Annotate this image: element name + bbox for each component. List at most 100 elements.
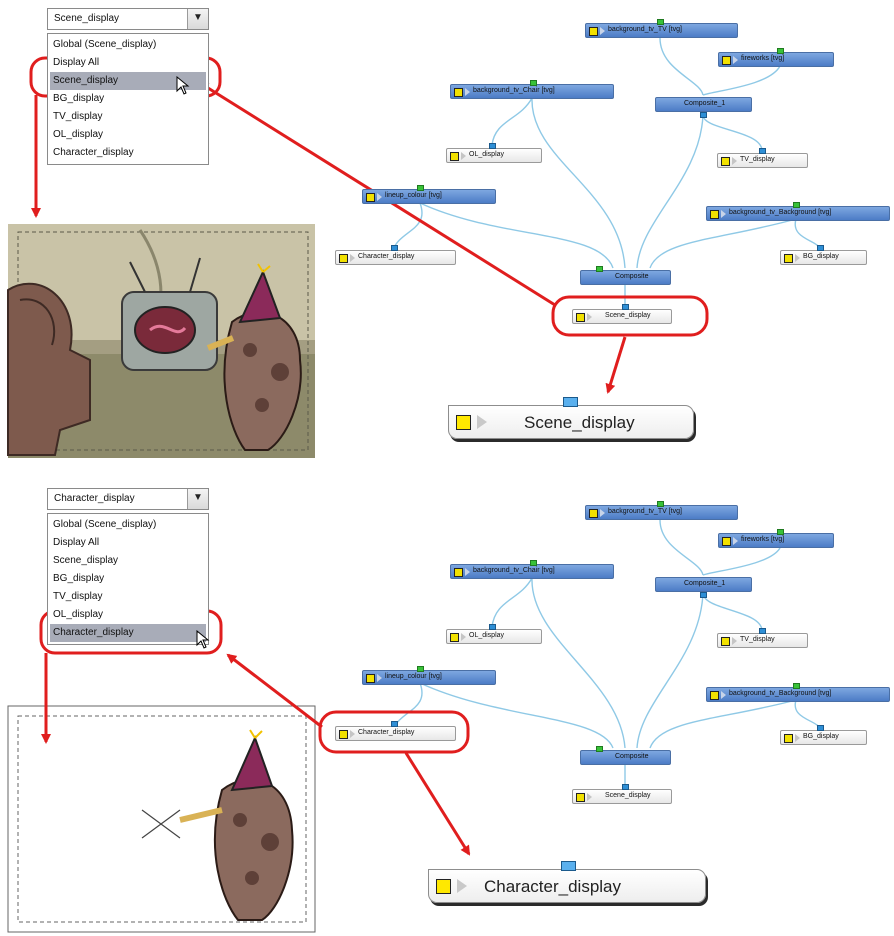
play-icon [350,730,355,738]
node-color-icon [721,637,730,646]
node-port[interactable] [700,112,707,118]
option-scene-display[interactable]: Scene_display [53,555,119,566]
node-color-icon [456,415,471,430]
bottom-node-cables [392,519,821,785]
play-icon [457,879,467,893]
node-port[interactable] [622,784,629,790]
node-background-tv-tv[interactable]: background_tv_TV [tvg] [585,23,738,38]
chevron-down-icon[interactable]: ▼ [187,489,208,509]
node-color-icon [454,568,463,577]
node-port[interactable] [817,245,824,251]
display-combo-value: Character_display [54,493,135,504]
node-lineup-colour[interactable]: lineup_colour [tvg] [362,670,496,685]
node-color-icon [784,254,793,263]
node-character-display[interactable]: Character_display [335,250,456,265]
option-bg-display[interactable]: BG_display [53,573,105,584]
node-fireworks[interactable]: fireworks [tvg] [718,52,834,67]
node-background-tv-chair[interactable]: background_tv_Chair [tvg] [450,564,614,579]
node-port[interactable] [700,592,707,598]
play-icon [461,633,466,641]
play-icon [733,537,738,545]
node-port[interactable] [596,266,603,272]
node-color-icon [339,730,348,739]
node-composite-1[interactable]: Composite_1 [655,97,752,112]
option-scene-display[interactable]: Scene_display [50,72,206,90]
option-tv-display[interactable]: TV_display [53,591,103,602]
node-port[interactable] [657,501,664,507]
scene-preview-image [7,224,315,458]
play-icon [377,193,382,201]
node-fireworks[interactable]: fireworks [tvg] [718,533,834,548]
node-color-icon [450,633,459,642]
node-composite-1[interactable]: Composite_1 [655,577,752,592]
node-composite[interactable]: Composite [580,270,671,285]
node-character-display[interactable]: Character_display [335,726,456,741]
option-global-scene-display[interactable]: Global (Scene_display) [53,39,157,50]
play-icon [350,254,355,262]
node-color-icon [366,674,375,683]
node-tv-display[interactable]: TV_display [717,633,808,648]
node-composite[interactable]: Composite [580,750,671,765]
node-port[interactable] [817,725,824,731]
option-tv-display[interactable]: TV_display [53,111,103,122]
node-port[interactable] [391,245,398,251]
display-list-top: Global (Scene_display) Display All Scene… [47,33,209,165]
node-background-tv-chair[interactable]: background_tv_Chair [tvg] [450,84,614,99]
display-combo-bottom[interactable]: Character_display ▼ [47,488,209,510]
display-combo-value: Scene_display [54,13,120,24]
node-tv-display[interactable]: TV_display [717,153,808,168]
option-character-display[interactable]: Character_display [50,624,206,642]
node-color-icon [339,254,348,263]
node-port[interactable] [793,202,800,208]
node-background-tv-background[interactable]: background_tv_Background [tvg] [706,687,890,702]
node-color-icon [576,793,585,802]
play-icon [721,210,726,218]
node-background-tv-background[interactable]: background_tv_Background [tvg] [706,206,890,221]
play-icon [477,415,487,429]
node-port[interactable] [793,683,800,689]
node-color-icon [722,56,731,65]
node-port[interactable] [489,624,496,630]
node-color-icon [436,879,451,894]
play-icon [465,88,470,96]
node-color-icon [589,27,598,36]
node-port [561,861,576,871]
node-ol-display[interactable]: OL_display [446,148,542,163]
node-color-icon [722,537,731,546]
node-bg-display[interactable]: BG_display [780,730,867,745]
option-display-all[interactable]: Display All [53,537,100,548]
node-background-tv-tv[interactable]: background_tv_TV [tvg] [585,505,738,520]
node-ol-display[interactable]: OL_display [446,629,542,644]
node-port[interactable] [596,746,603,752]
mouse-cursor-icon [176,76,190,95]
play-icon [600,509,605,517]
option-ol-display[interactable]: OL_display [53,609,104,620]
node-port[interactable] [759,628,766,634]
node-lineup-colour[interactable]: lineup_colour [tvg] [362,189,496,204]
node-scene-display[interactable]: Scene_display [572,309,672,324]
node-port[interactable] [777,48,784,54]
node-port[interactable] [391,721,398,727]
node-port[interactable] [417,185,424,191]
node-port[interactable] [489,143,496,149]
option-display-all[interactable]: Display All [53,57,100,68]
option-character-display[interactable]: Character_display [53,147,134,158]
option-bg-display[interactable]: BG_display [53,93,105,104]
node-color-icon [454,88,463,97]
node-port[interactable] [622,304,629,310]
node-port [563,397,578,407]
option-global-scene-display[interactable]: Global (Scene_display) [53,519,157,530]
play-icon [732,157,737,165]
node-port[interactable] [530,80,537,86]
node-port[interactable] [657,19,664,25]
node-port[interactable] [417,666,424,672]
node-port[interactable] [530,560,537,566]
chevron-down-icon[interactable]: ▼ [187,9,208,29]
display-combo-top[interactable]: Scene_display ▼ [47,8,209,30]
node-bg-display[interactable]: BG_display [780,250,867,265]
node-port[interactable] [777,529,784,535]
node-scene-display[interactable]: Scene_display [572,789,672,804]
option-ol-display[interactable]: OL_display [53,129,104,140]
node-port[interactable] [759,148,766,154]
node-color-icon [784,734,793,743]
